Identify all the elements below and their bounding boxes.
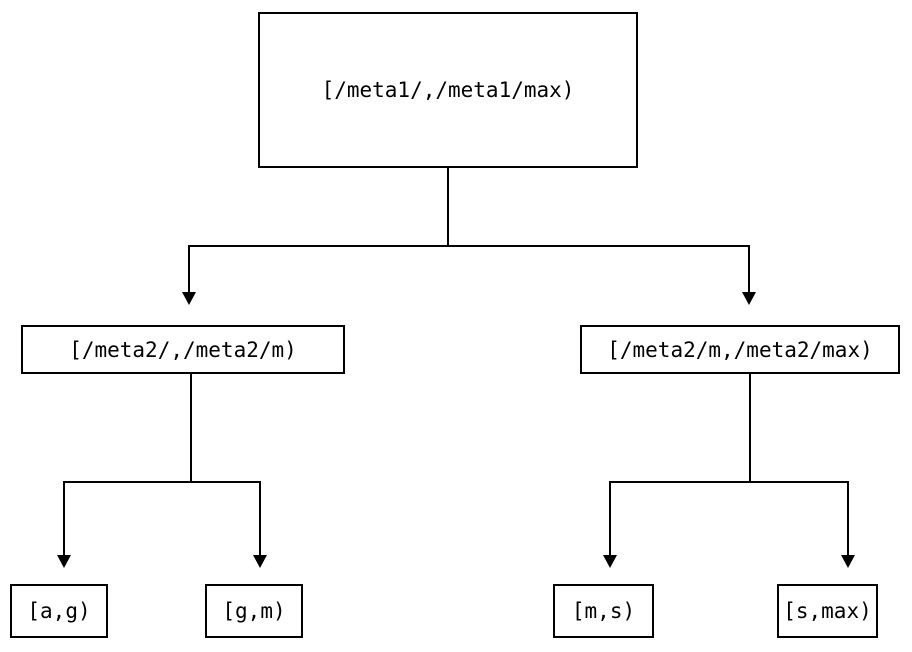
node-leaf-3-label: [m,s)	[571, 599, 636, 623]
edge-mid-left-crossbar	[63, 481, 261, 483]
node-mid-right-label: [/meta2/m,/meta2/max)	[607, 337, 873, 362]
arrowhead-mid-left-to-leaf-2-icon	[253, 555, 267, 568]
edge-mid-left-to-leaf-1	[63, 481, 65, 555]
node-leaf-1-label: [a,g)	[27, 599, 91, 623]
edge-mid-left-to-leaf-2	[259, 481, 261, 555]
node-root[interactable]: [/meta1/,/meta1/max)	[258, 12, 638, 168]
edge-root-to-mid-right	[748, 245, 750, 292]
node-leaf-2-label: [g,m)	[222, 599, 286, 623]
node-leaf-2[interactable]: [g,m)	[205, 584, 303, 638]
arrowhead-mid-right-to-leaf-4-icon	[841, 555, 855, 568]
node-leaf-4[interactable]: [s,max)	[777, 584, 878, 638]
arrowhead-root-to-mid-right-icon	[742, 292, 756, 305]
node-mid-left[interactable]: [/meta2/,/meta2/m)	[21, 325, 345, 374]
node-mid-right[interactable]: [/meta2/m,/meta2/max)	[580, 325, 900, 374]
node-leaf-3[interactable]: [m,s)	[553, 584, 654, 638]
node-mid-left-label: [/meta2/,/meta2/m)	[69, 337, 297, 362]
edge-root-crossbar	[188, 245, 750, 247]
node-leaf-1[interactable]: [a,g)	[10, 584, 108, 638]
edge-mid-right-to-leaf-4	[847, 481, 849, 555]
edge-mid-right-crossbar	[609, 481, 849, 483]
arrowhead-mid-left-to-leaf-1-icon	[57, 555, 71, 568]
edge-root-stem	[447, 168, 449, 247]
arrowhead-mid-right-to-leaf-3-icon	[603, 555, 617, 568]
node-root-label: [/meta1/,/meta1/max)	[321, 78, 575, 102]
edge-mid-left-stem	[190, 374, 192, 483]
edge-mid-right-to-leaf-3	[609, 481, 611, 555]
edge-mid-right-stem	[749, 374, 751, 483]
node-leaf-4-label: [s,max)	[783, 599, 872, 623]
arrowhead-root-to-mid-left-icon	[182, 292, 196, 305]
edge-root-to-mid-left	[188, 245, 190, 292]
